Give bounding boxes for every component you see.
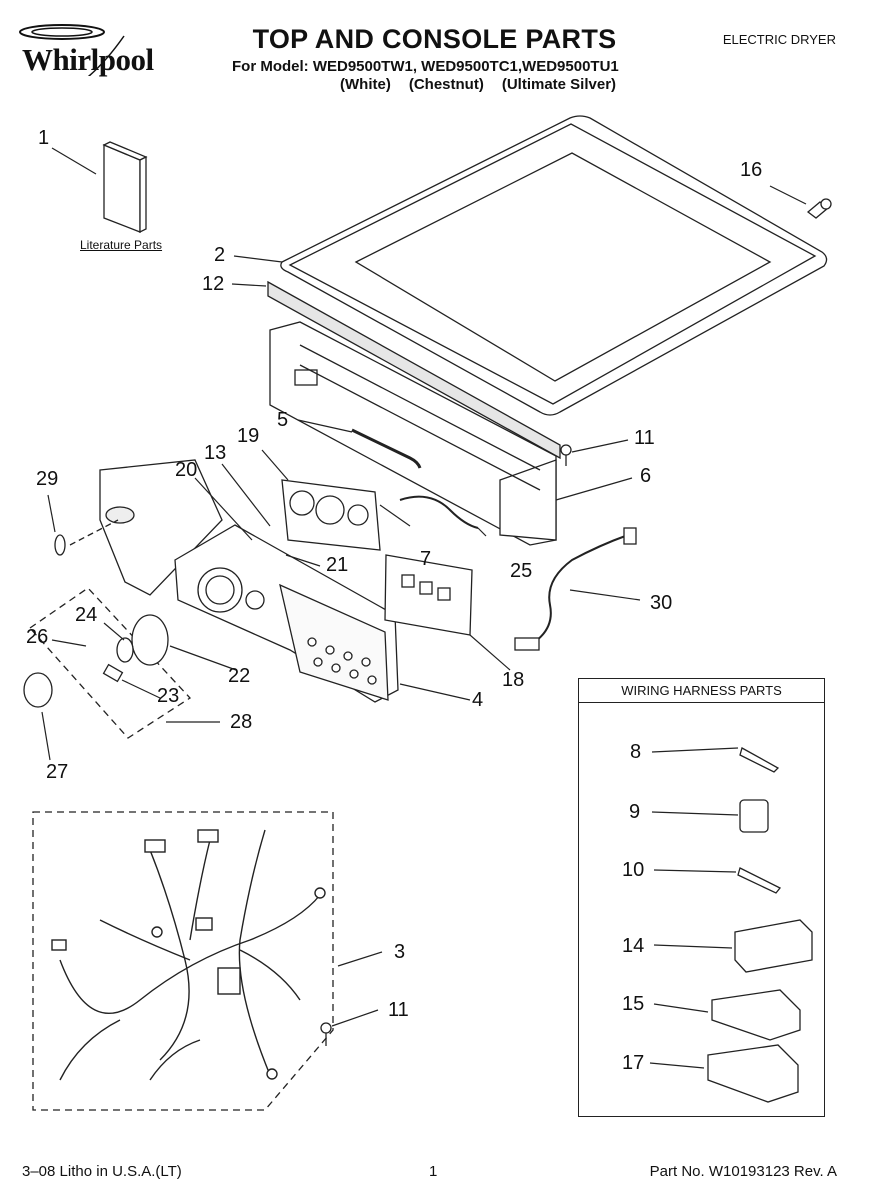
callout-6: 6 — [640, 465, 652, 487]
literature-booklet — [102, 141, 148, 234]
literature-parts-label: Literature Parts — [80, 238, 163, 252]
screw-16 — [806, 198, 832, 219]
callout-28: 28 — [230, 711, 253, 733]
callout-1: 1 — [38, 127, 50, 149]
model-colors: (White) (Chestnut) (Ultimate Silver) — [340, 76, 634, 93]
callout-17: 17 — [622, 1052, 645, 1074]
terminal-10 — [737, 867, 782, 894]
cable-tie — [351, 428, 422, 469]
housing-15 — [711, 989, 801, 1041]
brand-name: Whirlpool — [22, 42, 154, 77]
housing-14 — [734, 919, 813, 973]
wiring-harness-divider — [578, 702, 825, 703]
wiring-harness-title: WIRING HARNESS PARTS — [621, 683, 782, 698]
top-strip — [267, 280, 561, 460]
callout-24: 24 — [75, 604, 98, 626]
screw-11-bottom — [320, 1022, 332, 1046]
callout-13: 13 — [204, 442, 227, 464]
callout-25: 25 — [510, 560, 533, 582]
footer-litho: 3–08 Litho in U.S.A.(LT) — [22, 1163, 182, 1180]
model-line: For Model: WED9500TW1, WED9500TC1,WED950… — [232, 58, 619, 75]
callout-16: 16 — [740, 159, 763, 181]
screw-11-top — [560, 444, 572, 466]
knob-ring — [131, 614, 169, 666]
knob — [23, 672, 53, 708]
callout-11-top: 11 — [634, 427, 655, 449]
callout-12: 12 — [202, 273, 225, 295]
console-end-cap — [54, 459, 223, 596]
footer-page-number: 1 — [429, 1163, 438, 1180]
callout-23: 23 — [157, 685, 180, 707]
callout-8: 8 — [630, 741, 642, 763]
callout-9: 9 — [629, 801, 641, 823]
terminal-8 — [739, 747, 780, 773]
harness-25 — [399, 495, 479, 529]
callout-20: 20 — [175, 459, 198, 481]
console-panel — [174, 524, 399, 703]
callout-19: 19 — [237, 425, 260, 447]
callout-29: 29 — [36, 468, 59, 490]
color-chestnut: (Chestnut) — [408, 76, 484, 93]
harness-30 — [529, 534, 629, 646]
callout-10: 10 — [622, 859, 645, 881]
housing-17 — [707, 1044, 799, 1103]
control-board — [281, 479, 381, 551]
callout-21: 21 — [326, 554, 349, 576]
footer-part-number: Part No. W10193123 Rev. A — [649, 1163, 837, 1180]
callout-27: 27 — [46, 761, 69, 783]
callout-15: 15 — [622, 993, 645, 1015]
callout-11-bottom: 11 — [388, 999, 409, 1021]
color-silver: (Ultimate Silver) — [501, 76, 617, 93]
callout-22: 22 — [228, 665, 251, 687]
console-bracket — [269, 321, 557, 546]
whirlpool-logo: Whirlpool — [19, 24, 154, 77]
callout-4: 4 — [472, 689, 484, 711]
callout-2: 2 — [214, 244, 226, 266]
callout-30: 30 — [650, 592, 673, 614]
color-white: (White) — [340, 76, 391, 93]
callout-18: 18 — [502, 669, 525, 691]
knob-clip — [102, 663, 124, 683]
callout-14: 14 — [622, 935, 645, 957]
callout-5: 5 — [277, 409, 289, 431]
callout-3: 3 — [394, 941, 406, 963]
connector-9 — [739, 799, 769, 833]
logo-swirl-icon — [19, 24, 125, 76]
wiring-harness-box — [578, 678, 825, 1117]
callout-26: 26 — [26, 626, 49, 648]
page-title: TOP AND CONSOLE PARTS — [252, 24, 617, 54]
main-wire-harness — [51, 829, 326, 1081]
product-type: ELECTRIC DRYER — [722, 32, 836, 47]
dryer-top-panel — [280, 115, 828, 416]
knob-insert — [116, 637, 134, 663]
callout-7: 7 — [420, 548, 432, 570]
